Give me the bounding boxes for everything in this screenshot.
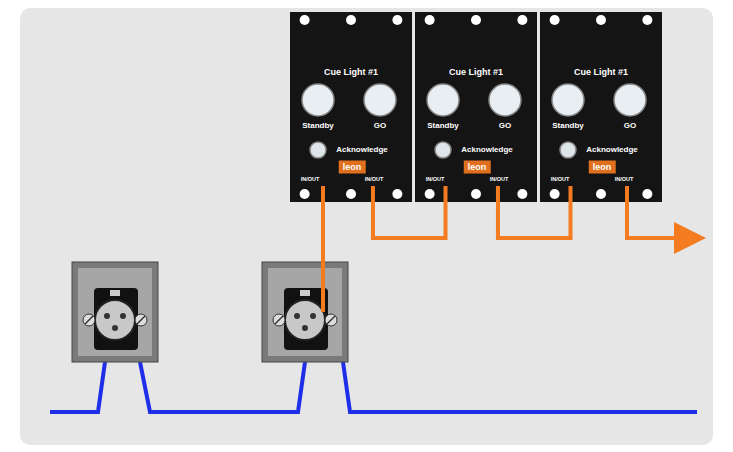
panel-label: Standby [302,122,334,130]
mount-hole [392,15,402,25]
mounting-tab [540,12,662,28]
mount-hole [550,15,560,25]
mount-hole [517,189,527,199]
cue-light-unit: Cue Light #1 Standby GO Acknowledge leonIN/O… [540,28,662,186]
panel-label: IN/OUT [301,177,320,183]
mount-hole [550,189,560,199]
panel-label: GO [624,122,636,130]
wall-plate [262,262,348,362]
mount-hole [425,189,435,199]
mount-hole [642,189,652,199]
mounting-tab [290,12,662,202]
mount-hole [596,15,606,25]
cue-light-unit: Cue Light #1 Standby GO Acknowledge leonIN/O… [290,28,412,186]
wall-plate [72,262,158,362]
panel-label: Cue Light #1 [574,68,628,77]
mount-hole [300,189,310,199]
brand-logo: leon [464,161,491,174]
mounting-tab [415,12,537,28]
mounting-tab [290,186,412,202]
panel-label: IN/OUT [490,177,509,183]
orange-cable [373,186,446,238]
orange-cable [321,186,325,312]
mount-hole [346,15,356,25]
cue-light-unit: Cue Light #1 Standby GO Acknowledge leonIN/O… [415,28,537,186]
panel-label: GO [374,122,386,130]
mount-hole [346,189,356,199]
panel-label: Standby [552,122,584,130]
background-panel [20,8,713,445]
panel-label: IN/OUT [426,177,445,183]
panel-label: IN/OUT [551,177,570,183]
brand-logo: leon [589,161,616,174]
mounting-tab [290,12,412,28]
mount-hole [471,189,481,199]
mount-hole [471,15,481,25]
orange-cable-arrow [627,186,690,238]
mount-hole [300,15,310,25]
panel-label: Standby [427,122,459,130]
panel-label: Acknowledge [336,146,388,154]
panel-label: IN/OUT [615,177,634,183]
blue-cable [50,362,697,412]
panel-label: GO [499,122,511,130]
panel-label: Acknowledge [586,146,638,154]
panel-label: Acknowledge [461,146,513,154]
mount-hole [642,15,652,25]
mount-hole [517,15,527,25]
mount-hole [392,189,402,199]
orange-cable [498,186,571,238]
brand-logo: leon [339,161,366,174]
mounting-tab [540,186,662,202]
mount-hole [425,15,435,25]
mount-hole [596,189,606,199]
panel-label: Cue Light #1 [324,68,378,77]
mounting-tab [415,186,537,202]
panel-label: Cue Light #1 [449,68,503,77]
panel-label: IN/OUT [365,177,384,183]
